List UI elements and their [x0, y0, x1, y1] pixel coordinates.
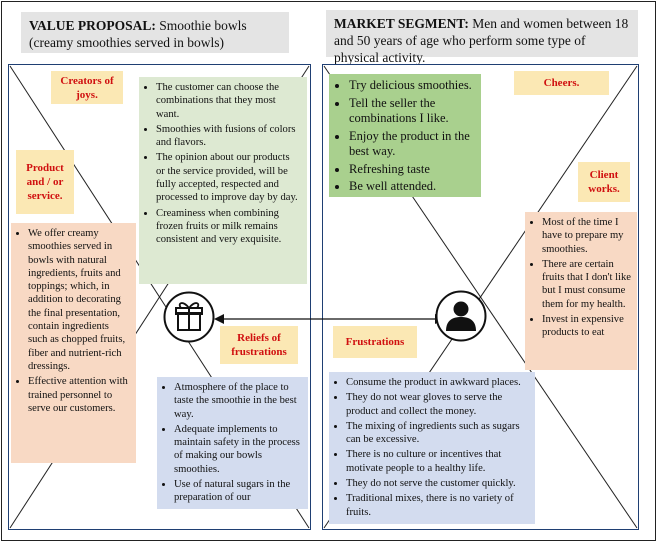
cheers-box: Try delicious smoothies. Tell the seller… — [329, 74, 481, 197]
customer-profile-panel — [322, 64, 639, 530]
market-segment-text: Men and women between 18 and 50 years of… — [334, 16, 629, 65]
list-item: There is no culture or incentives that m… — [346, 448, 529, 475]
client-works-tag: Client works. — [578, 162, 630, 202]
list-item: We offer creamy smoothies served in bowl… — [28, 227, 130, 373]
list-item: Adequate implements to maintain safety i… — [174, 423, 302, 476]
list-item: Enjoy the product in the best way. — [349, 129, 475, 160]
product-service-box: We offer creamy smoothies served in bowl… — [11, 223, 136, 463]
client-works-box: Most of the time I have to prepare my sm… — [525, 212, 637, 370]
list-item: They do not wear gloves to serve the pro… — [346, 391, 529, 418]
value-map-panel — [8, 64, 311, 530]
market-segment-header: MARKET SEGMENT: Men and women between 18… — [326, 10, 638, 65]
list-item: Refreshing taste — [349, 162, 475, 178]
list-item: Be well attended. — [349, 179, 475, 195]
list-item: Use of natural sugars in the preparation… — [174, 478, 302, 505]
user-icon — [435, 290, 487, 342]
list-item: Atmosphere of the place to taste the smo… — [174, 381, 302, 421]
gift-icon — [163, 291, 215, 343]
creators-of-joys-box: The customer can choose the combinations… — [139, 77, 307, 284]
list-item: Creaminess when combining frozen fruits … — [156, 207, 301, 247]
frustrations-box: Consume the product in awkward places. T… — [329, 372, 535, 524]
list-item: There are certain fruits that I don't li… — [542, 258, 631, 311]
market-segment-label: MARKET SEGMENT: — [334, 16, 469, 31]
list-item: Effective attention with trained personn… — [28, 375, 130, 415]
list-item: Invest in expensive products to eat — [542, 313, 631, 340]
reliefs-of-frustrations-box: Atmosphere of the place to taste the smo… — [157, 377, 308, 509]
list-item: Traditional mixes, there is no variety o… — [346, 492, 529, 519]
reliefs-of-frustrations-tag: Reliefs of frustrations — [220, 326, 298, 364]
list-item: Tell the seller the combinations I like. — [349, 96, 475, 127]
value-proposal-header: VALUE PROPOSAL: Smoothie bowls (creamy s… — [21, 12, 289, 53]
cheers-tag: Cheers. — [514, 71, 609, 95]
creators-of-joys-tag: Creators of joys. — [51, 71, 123, 104]
value-proposal-text: Smoothie bowls (creamy smoothies served … — [29, 18, 247, 50]
list-item: Consume the product in awkward places. — [346, 376, 529, 389]
frustrations-tag: Frustrations — [333, 326, 417, 358]
list-item: The customer can choose the combinations… — [156, 81, 301, 121]
list-item: They do not serve the customer quickly. — [346, 477, 529, 490]
list-item: Try delicious smoothies. — [349, 78, 475, 94]
value-proposal-label: VALUE PROPOSAL: — [29, 18, 156, 33]
product-service-tag: Product and / or service. — [16, 150, 74, 214]
list-item: The opinion about our products or the se… — [156, 151, 301, 204]
list-item: Smoothies with fusions of colors and fla… — [156, 123, 301, 150]
list-item: The mixing of ingredients such as sugars… — [346, 420, 529, 447]
list-item: Most of the time I have to prepare my sm… — [542, 216, 631, 256]
